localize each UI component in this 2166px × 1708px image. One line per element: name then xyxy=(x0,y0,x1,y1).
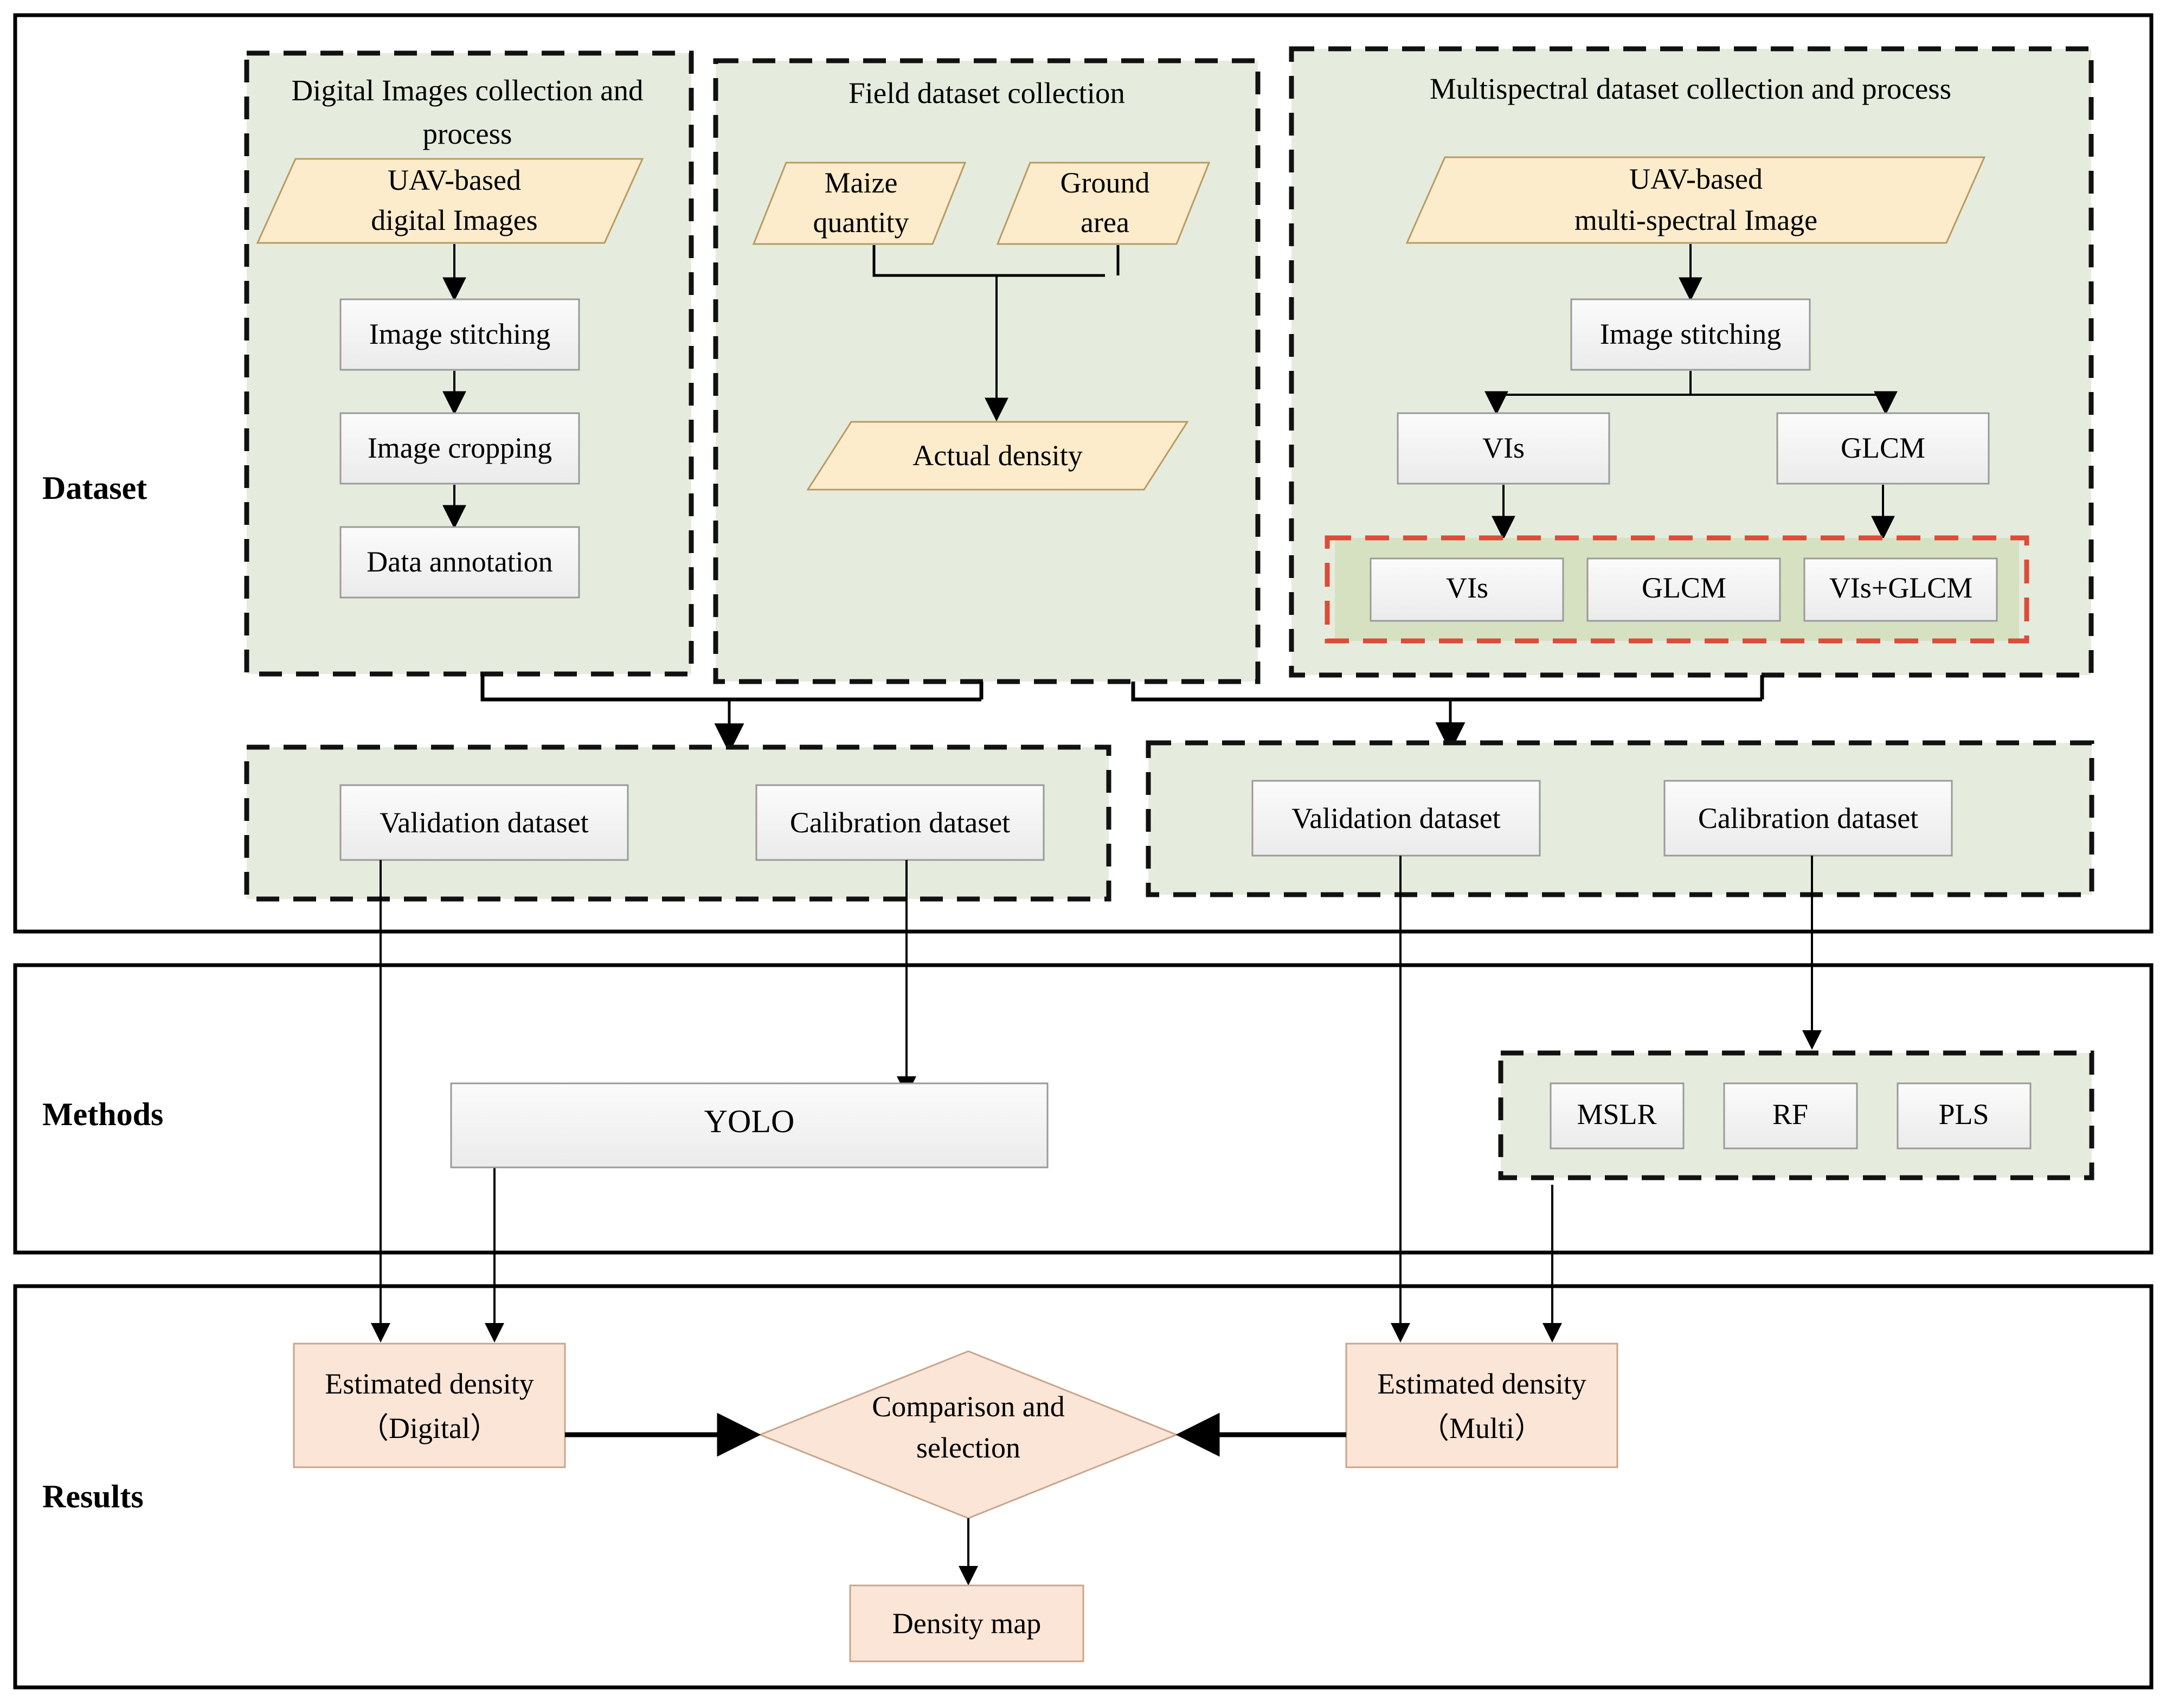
node-actual-density-label: Actual density xyxy=(912,439,1082,472)
node-image-cropping-label: Image cropping xyxy=(368,432,552,464)
node-maize-quantity-line1: Maize xyxy=(825,166,898,199)
node-uav-digital-line1: UAV-based xyxy=(388,164,521,196)
node-calibration-digital xyxy=(755,784,1045,861)
edge-field-to-right-split xyxy=(1131,682,1762,702)
node-density-map-label: Density map xyxy=(892,1607,1041,1640)
node-mslr xyxy=(1550,1082,1685,1150)
panel-digital-title-line1: Digital Images collection and xyxy=(291,74,643,107)
row-label-results: Results xyxy=(42,1479,144,1514)
node-calibration-multi xyxy=(1663,780,1953,857)
node-maize-quantity-line2: quantity xyxy=(813,206,909,239)
node-validation-digital xyxy=(339,784,629,861)
node-yolo-label: YOLO xyxy=(704,1103,795,1139)
node-yolo xyxy=(450,1082,1049,1168)
node-image-stitching-digital-label: Image stitching xyxy=(369,318,550,350)
node-feature-vis-glcm-label: VIs+GLCM xyxy=(1829,572,1972,604)
node-ground-area xyxy=(996,162,1211,245)
node-uav-digital xyxy=(256,158,644,244)
node-glcm xyxy=(1776,412,1990,485)
node-feature-vis xyxy=(1370,557,1564,622)
panel-digital-title-line2: process xyxy=(423,117,512,150)
node-rf-label: RF xyxy=(1772,1098,1808,1131)
node-glcm-label: GLCM xyxy=(1841,432,1925,464)
node-validation-digital-label: Validation dataset xyxy=(380,806,588,839)
edge-digital-to-split xyxy=(480,674,981,702)
node-estimated-density-digital-line1: Estimated density xyxy=(325,1367,534,1400)
node-uav-multi xyxy=(1405,156,1986,244)
node-estimated-density-digital-line2: （Digital） xyxy=(359,1412,499,1444)
node-feature-glcm xyxy=(1586,557,1781,622)
node-estimated-density-digital xyxy=(293,1343,566,1468)
edge-maize-join xyxy=(872,245,1105,277)
node-image-stitching-digital xyxy=(339,298,580,371)
node-uav-multi-line1: UAV-based xyxy=(1629,163,1763,195)
row-label-dataset: Dataset xyxy=(42,470,147,506)
node-ground-area-line2: area xyxy=(1081,206,1129,239)
node-pls xyxy=(1897,1082,2032,1150)
node-maize-quantity xyxy=(752,162,967,245)
feature-group-red-dashed xyxy=(1325,535,2029,644)
node-feature-vis-label: VIs xyxy=(1446,572,1488,604)
panel-field-dataset xyxy=(713,58,1261,684)
panel-multispectral-title: Multispectral dataset collection and pro… xyxy=(1430,72,1951,105)
node-vis xyxy=(1397,412,1610,485)
node-uav-multi-line2: multi-spectral Image xyxy=(1574,204,1817,236)
node-comparison-decision-line1: Comparison and xyxy=(872,1390,1064,1423)
node-estimated-density-multi-line2: （Multi） xyxy=(1420,1412,1544,1444)
frame-results xyxy=(13,1284,2154,1690)
node-uav-digital-line2: digital Images xyxy=(371,204,537,236)
node-estimated-density-multi xyxy=(1345,1343,1618,1468)
node-rf xyxy=(1723,1082,1858,1150)
node-image-stitching-multi xyxy=(1570,298,1811,371)
node-pls-label: PLS xyxy=(1938,1098,1989,1131)
frame-dataset xyxy=(13,13,2154,934)
node-density-map xyxy=(849,1584,1084,1662)
node-ground-area-line1: Ground xyxy=(1060,166,1150,199)
node-validation-multi-label: Validation dataset xyxy=(1291,802,1500,834)
frame-methods xyxy=(13,963,2154,1255)
node-data-annotation xyxy=(339,526,580,599)
node-feature-glcm-label: GLCM xyxy=(1642,572,1726,604)
node-calibration-multi-label: Calibration dataset xyxy=(1698,802,1918,834)
node-mslr-label: MSLR xyxy=(1577,1098,1656,1131)
node-image-cropping xyxy=(339,412,580,485)
node-data-annotation-label: Data annotation xyxy=(367,545,552,578)
node-calibration-digital-label: Calibration dataset xyxy=(790,806,1010,839)
node-feature-vis-glcm xyxy=(1803,557,1998,622)
row-label-methods: Methods xyxy=(42,1096,163,1132)
panel-field-title: Field dataset collection xyxy=(849,76,1125,110)
node-vis-label: VIs xyxy=(1482,432,1525,464)
node-comparison-decision-line2: selection xyxy=(916,1431,1020,1464)
node-validation-multi xyxy=(1251,780,1541,857)
node-estimated-density-multi-line1: Estimated density xyxy=(1377,1367,1586,1400)
node-actual-density xyxy=(806,421,1189,491)
node-image-stitching-multi-label: Image stitching xyxy=(1600,318,1781,350)
